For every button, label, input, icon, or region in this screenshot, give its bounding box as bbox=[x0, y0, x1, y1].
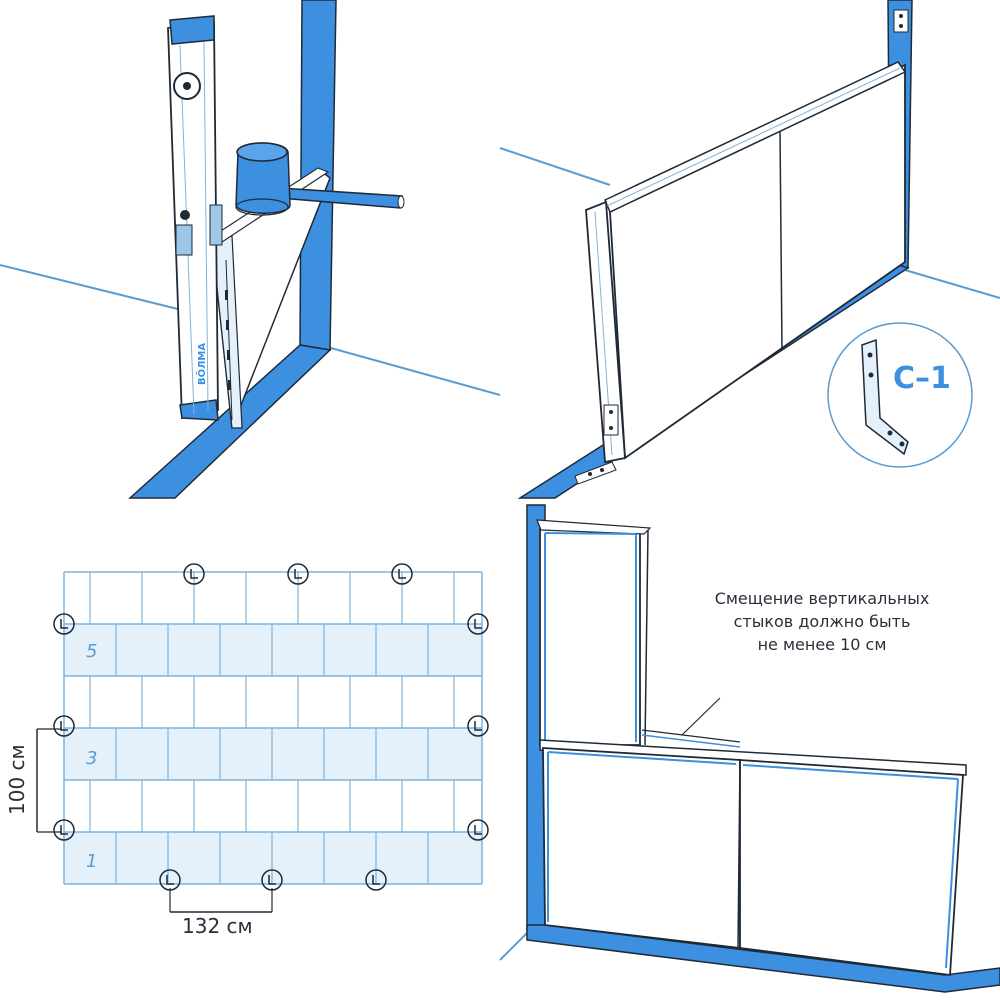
bracket-badge-label: С–1 bbox=[893, 361, 951, 396]
level-brand-label: BÖЛMA bbox=[194, 343, 208, 385]
bracket-mark-icon bbox=[60, 619, 68, 629]
rubber-mallet-icon bbox=[235, 142, 291, 216]
bracket-mark-icon bbox=[60, 825, 68, 835]
shaded-row bbox=[64, 728, 482, 780]
bracket-mark-icon bbox=[474, 825, 482, 835]
fastening-point-icon bbox=[467, 715, 489, 737]
row-number-5: 5 bbox=[86, 641, 97, 662]
fastening-point-icon bbox=[467, 819, 489, 841]
row-number-1: 1 bbox=[86, 851, 97, 872]
shaded-row bbox=[64, 624, 482, 676]
bracket-mark-icon bbox=[268, 875, 276, 885]
dim-horizontal-label: 132 см bbox=[182, 914, 253, 938]
fastening-point-icon bbox=[53, 715, 75, 737]
bracket-mark-icon bbox=[398, 569, 406, 579]
dim-vertical-label: 100 см bbox=[5, 744, 29, 815]
panel-screw-holes bbox=[225, 290, 231, 390]
offset-note-line3: не менее 10 см bbox=[758, 635, 887, 654]
dimension-vertical: 100 см bbox=[5, 728, 62, 833]
note-leader bbox=[681, 697, 721, 736]
fastening-point-icon bbox=[287, 563, 309, 585]
panel-fastening-scheme: 5 3 1 100 см 132 см bbox=[5, 563, 489, 938]
fastening-point-icon bbox=[53, 613, 75, 635]
panel-assembly: С–1 bbox=[499, 0, 1000, 499]
bracket-mark-icon bbox=[190, 569, 198, 579]
bracket-mark-icon bbox=[166, 875, 174, 885]
bracket-mark-icon bbox=[474, 619, 482, 629]
fastening-point-icon bbox=[183, 563, 205, 585]
fastening-point-icon bbox=[53, 819, 75, 841]
fastening-point-icon bbox=[467, 613, 489, 635]
spirit-level-icon: BÖЛMA bbox=[167, 15, 223, 421]
offset-note-line2: стыков должно быть bbox=[734, 612, 911, 631]
bracket-badge: С–1 bbox=[827, 322, 973, 468]
offset-note-line1: Смещение вертикальных bbox=[715, 589, 930, 608]
bracket-mark-icon bbox=[474, 721, 482, 731]
panel-joint-offset: Смещение вертикальных стыков должно быть… bbox=[499, 504, 1000, 993]
fastening-point-icon bbox=[365, 869, 387, 891]
bracket-mark-icon bbox=[372, 875, 380, 885]
board-grid bbox=[53, 563, 489, 891]
dimension-horizontal: 132 см bbox=[169, 888, 273, 938]
fastening-point-icon bbox=[391, 563, 413, 585]
corner-bracket-icon bbox=[861, 338, 909, 456]
shaded-row bbox=[64, 832, 482, 884]
panel-leveling: BÖЛMA bbox=[0, 0, 501, 499]
bracket-mark-icon bbox=[294, 569, 302, 579]
bracket-mark-icon bbox=[60, 721, 68, 731]
row-number-3: 3 bbox=[86, 748, 97, 769]
